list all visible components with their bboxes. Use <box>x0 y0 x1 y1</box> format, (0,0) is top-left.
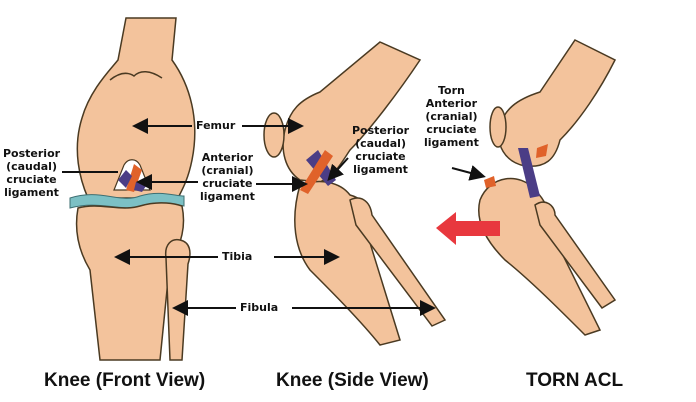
red-direction-arrow <box>436 212 500 245</box>
torn-acl-knee <box>436 39 617 336</box>
patella-side <box>263 112 285 158</box>
torn-acl-stub <box>484 176 496 188</box>
fibula-torn <box>534 201 617 309</box>
femur-torn <box>498 39 617 168</box>
fibula-front <box>164 238 191 361</box>
side-view-knee <box>263 41 447 346</box>
label-femur: Femur <box>196 119 236 132</box>
pcl-torn <box>518 148 540 198</box>
title-front-view: Knee (Front View) <box>44 370 206 391</box>
leader-arrows <box>62 118 486 316</box>
acl-side <box>300 150 333 194</box>
label-posterior-ligament-front: Posterior (caudal) cruciate ligament <box>3 147 61 199</box>
patella-torn <box>489 106 507 148</box>
front-view-knee <box>69 17 196 361</box>
fibula-side <box>349 197 447 327</box>
tibia-torn <box>478 177 602 336</box>
label-fibula: Fibula <box>240 301 279 314</box>
tibia-side <box>294 180 401 346</box>
label-posterior-ligament-side: Posterior (caudal) cruciate ligament <box>352 124 410 176</box>
label-torn-acl: Torn Anterior (cranial) cruciate ligamen… <box>424 84 479 149</box>
title-torn-acl: TORN ACL <box>526 370 624 391</box>
tibia-front <box>75 202 185 361</box>
label-anterior-ligament-front: Anterior (cranial) cruciate ligament <box>200 151 255 203</box>
label-tibia: Tibia <box>222 250 253 263</box>
title-side-view: Knee (Side View) <box>276 370 429 391</box>
